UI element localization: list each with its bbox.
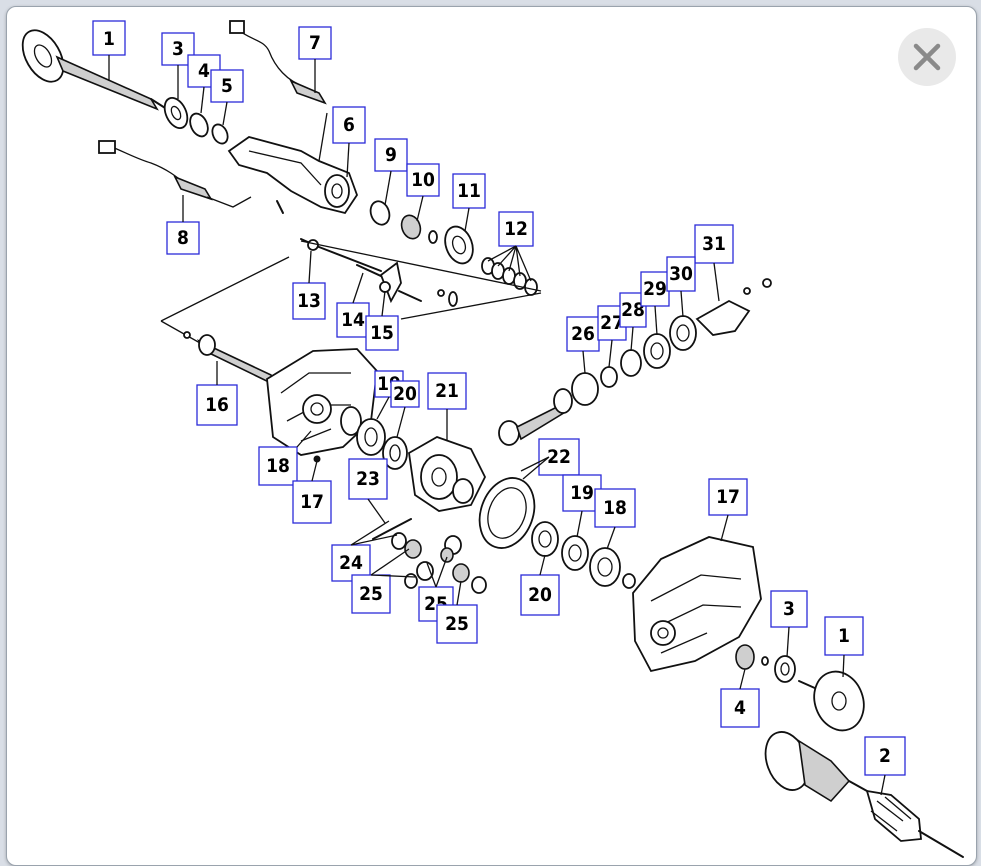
close-button[interactable] (898, 28, 956, 86)
svg-text:16: 16 (205, 394, 229, 416)
callout-20-right: 20 (520, 574, 560, 616)
svg-text:11: 11 (457, 180, 481, 202)
svg-text:18: 18 (603, 497, 627, 519)
svg-text:7: 7 (309, 32, 321, 54)
svg-text:21: 21 (435, 380, 459, 402)
callout-18-left: 18 (258, 446, 298, 486)
svg-text:6: 6 (343, 114, 355, 136)
callout-15: 15 (365, 315, 399, 351)
svg-text:17: 17 (300, 491, 324, 513)
callout-4-right: 4 (720, 688, 760, 728)
callout-3-right: 3 (770, 590, 808, 628)
close-x-icon (913, 43, 941, 71)
callout-labels: 1 3 4 5 7 6 8 9 10 11 12 13 14 15 31 26 … (92, 20, 906, 776)
svg-text:14: 14 (341, 309, 365, 331)
svg-text:5: 5 (221, 75, 233, 97)
svg-text:18: 18 (266, 455, 290, 477)
svg-text:10: 10 (411, 169, 435, 191)
svg-text:19: 19 (570, 482, 594, 504)
half-shaft (764, 731, 964, 858)
callout-10: 10 (406, 163, 440, 197)
callout-21: 21 (427, 372, 467, 410)
svg-text:3: 3 (783, 598, 795, 620)
svg-text:9: 9 (385, 144, 397, 166)
svg-text:12: 12 (504, 218, 528, 240)
svg-text:25: 25 (359, 583, 383, 605)
svg-text:25: 25 (445, 613, 469, 635)
callout-9: 9 (374, 138, 408, 172)
output-yoke (695, 278, 772, 336)
callout-6: 6 (332, 106, 366, 144)
callout-11: 11 (452, 173, 486, 209)
extension-housing (227, 112, 359, 215)
svg-text:24: 24 (339, 552, 363, 574)
svg-text:1: 1 (838, 625, 850, 647)
svg-text:1: 1 (103, 28, 115, 50)
differential-exploded-diagram: 1 3 4 5 7 6 8 9 10 11 12 13 14 15 31 26 … (21, 20, 964, 858)
callout-31: 31 (694, 224, 734, 264)
callout-7: 7 (298, 26, 332, 60)
svg-text:26: 26 (571, 323, 595, 345)
differential-carrier (408, 436, 487, 512)
image-viewer: 1 3 4 5 7 6 8 9 10 11 12 13 14 15 31 26 … (6, 6, 977, 866)
callout-5: 5 (210, 69, 244, 103)
svg-text:15: 15 (370, 322, 394, 344)
svg-text:30: 30 (669, 263, 693, 285)
svg-text:17: 17 (716, 486, 740, 508)
svg-text:22: 22 (547, 446, 571, 468)
callout-29: 29 (640, 271, 670, 307)
callout-20: 20 (390, 380, 420, 408)
svg-text:20: 20 (393, 383, 417, 405)
svg-text:31: 31 (702, 233, 726, 255)
callout-12: 12 (498, 211, 534, 247)
svg-text:29: 29 (643, 278, 667, 300)
leader-lines (108, 55, 886, 796)
svg-text:4: 4 (198, 60, 210, 82)
svg-text:13: 13 (297, 290, 321, 312)
callout-17-left: 17 (292, 480, 332, 524)
callout-2: 2 (864, 736, 906, 776)
callout-25-a: 25 (351, 574, 391, 614)
case-right-half (632, 536, 762, 673)
parts-drawing (21, 20, 964, 858)
callout-14: 14 (336, 302, 370, 338)
axle-shaft-top (21, 29, 174, 114)
svg-text:4: 4 (734, 697, 746, 719)
callout-1-right: 1 (824, 616, 864, 656)
washer-set-12 (481, 257, 538, 296)
svg-text:23: 23 (356, 468, 380, 490)
callout-1: 1 (92, 20, 126, 56)
callout-8: 8 (166, 221, 200, 255)
callout-17-right: 17 (708, 478, 748, 516)
callout-26: 26 (566, 316, 600, 352)
svg-text:2: 2 (879, 745, 891, 767)
callout-22: 22 (538, 438, 580, 476)
callout-13: 13 (292, 282, 326, 320)
svg-text:28: 28 (621, 299, 645, 321)
svg-text:8: 8 (177, 227, 189, 249)
callout-27: 27 (597, 305, 627, 341)
svg-text:27: 27 (600, 312, 624, 334)
callout-25-c: 25 (436, 604, 478, 644)
callout-23: 23 (348, 458, 388, 500)
svg-text:20: 20 (528, 584, 552, 606)
callout-18-right: 18 (594, 488, 636, 528)
callout-16: 16 (196, 384, 238, 426)
svg-text:3: 3 (172, 38, 184, 60)
callout-30: 30 (666, 256, 696, 292)
